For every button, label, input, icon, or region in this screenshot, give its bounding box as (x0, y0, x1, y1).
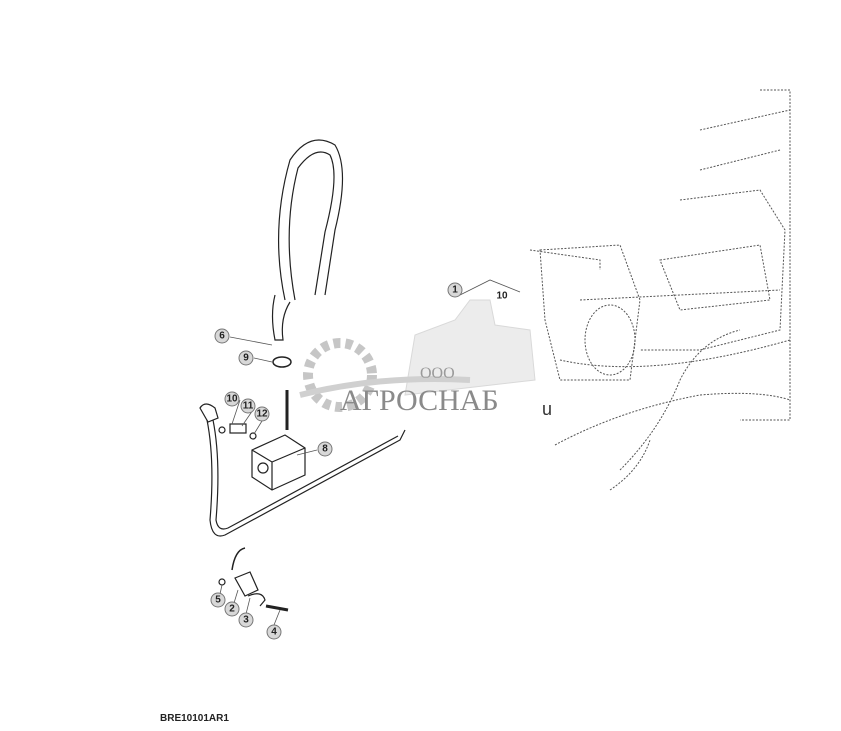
callout-11[interactable]: 11 (240, 398, 256, 414)
watermark-logo (299, 299, 536, 412)
callout-6[interactable]: 6 (214, 328, 230, 344)
callout-4[interactable]: 4 (266, 624, 282, 640)
callout-1[interactable]: 1 (447, 282, 463, 298)
svg-text:11: 11 (243, 401, 254, 412)
svg-text:5: 5 (215, 595, 221, 606)
tractor-outline (529, 89, 791, 491)
svg-text:10: 10 (226, 394, 238, 405)
svg-text:2: 2 (229, 604, 235, 615)
svg-text:6: 6 (219, 331, 225, 342)
seal-ring (272, 356, 292, 368)
callout-3[interactable]: 3 (238, 612, 254, 628)
svg-text:10: 10 (496, 291, 508, 302)
watermark-name: АГРОСНАБ (340, 384, 499, 417)
hydraulic-hose (271, 139, 344, 341)
valve-block (251, 434, 306, 491)
hydraulic-pipes (206, 419, 406, 537)
svg-text:8: 8 (322, 444, 328, 455)
reference-code: BRE10101AR1 (160, 713, 229, 724)
callout-10[interactable]: 10 (224, 391, 240, 407)
svg-text:4: 4 (271, 627, 277, 638)
svg-text:1: 1 (452, 285, 458, 296)
arrow (231, 547, 246, 571)
callout-9[interactable]: 9 (238, 350, 254, 366)
callout-12[interactable]: 12 (254, 406, 270, 422)
svg-text:12: 12 (256, 409, 268, 420)
leader-lines (219, 336, 318, 626)
watermark-suffix: u (542, 399, 552, 419)
callout-2[interactable]: 2 (224, 601, 240, 617)
fittings (199, 403, 257, 440)
callout-5[interactable]: 5 (210, 592, 226, 608)
svg-text:9: 9 (243, 353, 249, 364)
watermark-prefix: ООО (420, 365, 455, 382)
leader-line (459, 279, 521, 296)
svg-text:3: 3 (243, 615, 249, 626)
callout-10-top[interactable]: 10 (494, 288, 510, 304)
callout-8[interactable]: 8 (317, 441, 333, 457)
